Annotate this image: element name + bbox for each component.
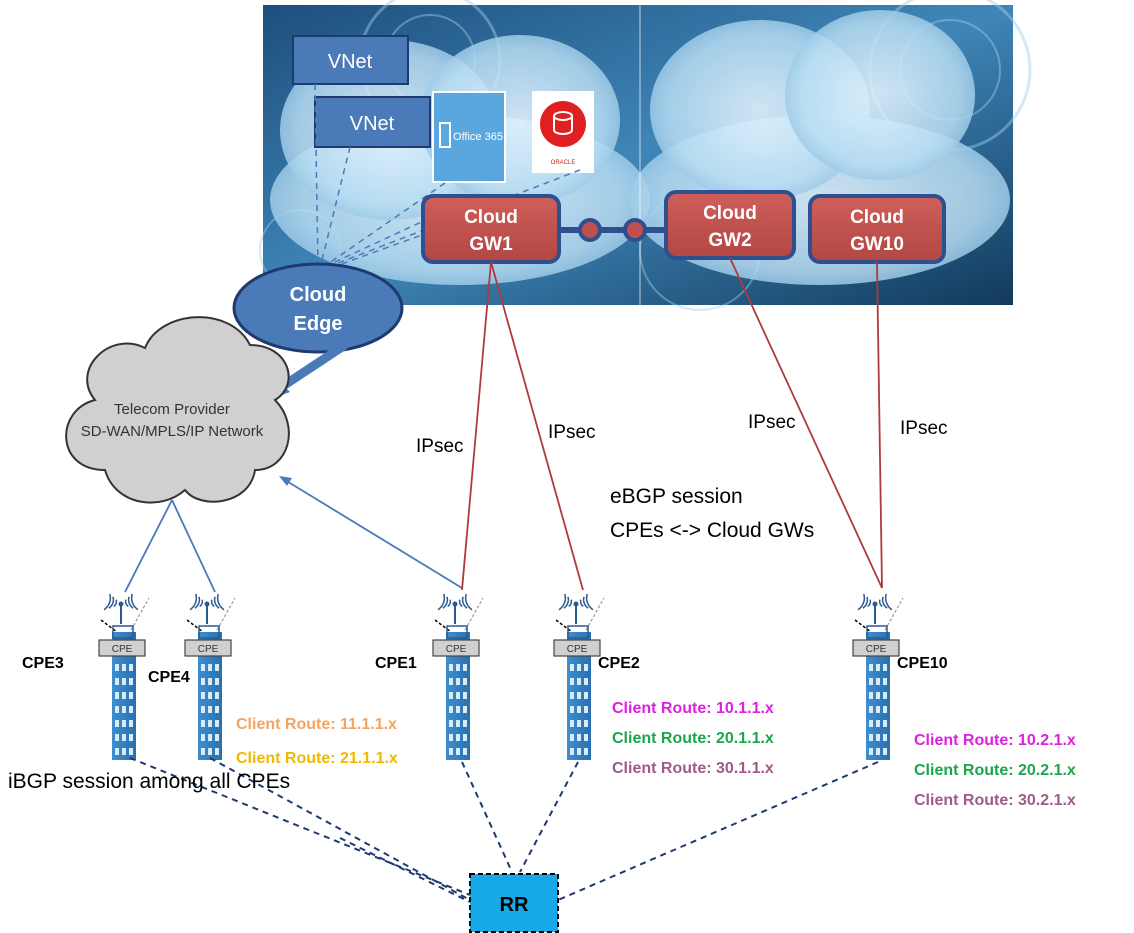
cpe-device-cpe1: CPE: [432, 593, 484, 760]
route-reflector: RR: [469, 873, 559, 933]
cloud-edge-label: Edge: [294, 313, 343, 335]
antenna-icon: [189, 593, 225, 624]
gateway-label: Cloud: [464, 207, 518, 228]
ebgp-label: CPEs <-> Cloud GWs: [610, 519, 814, 542]
telecom-provider-cloud: Telecom Provider SD-WAN/MPLS/IP Network: [65, 316, 290, 504]
client-route: Client Route: 10.1.1.x: [612, 700, 774, 717]
vnet-box-2: VNet: [314, 96, 431, 148]
client-route: Client Route: 30.1.1.x: [612, 760, 774, 777]
cpe-name: CPE1: [375, 655, 417, 672]
provider-label: SD-WAN/MPLS/IP Network: [81, 423, 264, 440]
cpe-badge: [553, 639, 601, 657]
provider-links: [124, 476, 463, 593]
ibgp-links: [129, 757, 879, 903]
client-route: Client Route: 20.2.1.x: [914, 762, 1076, 779]
cpe-badge-label: CPE: [567, 644, 588, 655]
cloud-gw1: Cloud GW1: [421, 194, 561, 264]
cpe-badge: [852, 639, 900, 657]
ebgp-label: eBGP session: [610, 485, 743, 508]
cloud-edge-label: Cloud: [290, 284, 347, 306]
client-route: Client Route: 20.1.1.x: [612, 730, 774, 747]
client-route: Client Route: 11.1.1.x: [236, 716, 397, 733]
cpe-name: CPE10: [897, 655, 948, 672]
cpe-badge-label: CPE: [112, 644, 133, 655]
client-route: Client Route: 30.2.1.x: [914, 792, 1076, 809]
office365-logo: Office 365: [432, 91, 506, 183]
gateway-interconnect: [560, 218, 670, 242]
client-route: Client Route: 21.1.1.x: [236, 750, 398, 767]
cpe-badge-label: CPE: [866, 644, 887, 655]
vnet-box-1: VNet: [292, 35, 409, 85]
oracle-text: ORACLE: [551, 160, 576, 166]
cpe-badge: [184, 639, 232, 657]
antenna-icon: [558, 593, 594, 624]
gateway-label: Cloud: [850, 207, 904, 228]
ipsec-label: IPsec: [900, 418, 948, 439]
cpe-badge: [432, 639, 480, 657]
antenna-icon: [857, 593, 893, 624]
rr-label: RR: [500, 894, 529, 916]
cpe-device-cpe2: CPE: [553, 593, 605, 760]
client-route: Client Route: 10.2.1.x: [914, 732, 1076, 749]
cpe-badge-label: CPE: [446, 644, 467, 655]
provider-label: Telecom Provider: [114, 401, 230, 418]
cpe-name: CPE2: [598, 655, 640, 672]
cloud-gw10: Cloud GW10: [808, 194, 946, 264]
gateway-label: Cloud: [703, 203, 757, 224]
gateway-label: GW2: [708, 230, 751, 251]
ipsec-links: [461, 257, 883, 591]
ibgp-label: iBGP session among all CPEs: [8, 770, 290, 793]
cloud-gw2: Cloud GW2: [664, 190, 796, 260]
vnet-label: VNet: [328, 51, 373, 73]
ipsec-label: IPsec: [548, 422, 596, 443]
oracle-icon: [540, 101, 586, 147]
vnet-label: VNet: [350, 113, 395, 135]
cpe-badge-label: CPE: [198, 644, 219, 655]
cpe-devices: CPE CPE CPE CPE CPE: [98, 593, 904, 760]
gateway-label: GW10: [850, 234, 904, 255]
ipsec-label: IPsec: [748, 412, 796, 433]
cpe-name: CPE4: [148, 669, 190, 686]
cpe-name: CPE3: [22, 655, 64, 672]
ipsec-label: IPsec: [416, 436, 464, 457]
cpe-badge: [98, 639, 146, 657]
cpe-device-cpe4: CPE: [184, 593, 236, 760]
oracle-logo: ORACLE: [532, 91, 594, 173]
cpe-device-cpe10: CPE: [852, 593, 904, 760]
office365-text: Office 365: [453, 131, 503, 143]
cloud-edge: Cloud Edge: [232, 262, 404, 354]
cpe-device-cpe3: CPE: [98, 593, 150, 760]
antenna-icon: [437, 593, 473, 624]
gateway-label: GW1: [469, 234, 513, 255]
antenna-icon: [103, 593, 139, 624]
